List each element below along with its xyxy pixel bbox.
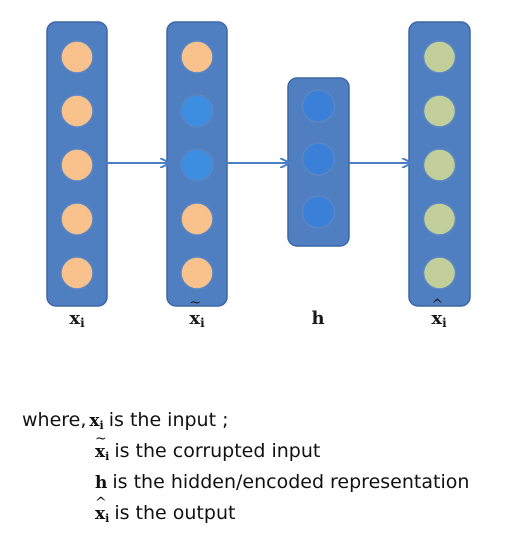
legend-prefix: where, — [22, 409, 87, 431]
node-input-3 — [60, 148, 94, 182]
node-output-5 — [422, 256, 457, 290]
node-output-1 — [422, 40, 457, 74]
node-hidden-1 — [301, 89, 336, 123]
label-input-sub: i — [80, 316, 85, 330]
legend-symbol-output: xi — [95, 488, 110, 525]
node-input-4 — [60, 202, 94, 236]
legend-symbol-corrupted: xi — [95, 424, 110, 463]
label-corrupted-sub: i — [200, 316, 205, 330]
node-hidden-3 — [301, 195, 336, 229]
node-corrupted-5 — [180, 256, 214, 290]
label-output-sub: i — [442, 316, 447, 330]
label-input: xi — [47, 308, 107, 330]
legend-text-hidden: is the hidden/encoded representation — [112, 471, 470, 493]
autoencoder-diagram — [46, 21, 471, 307]
legend-symbol-output-sub: i — [105, 512, 110, 525]
legend-text-output: is the output — [114, 502, 236, 524]
node-input-5 — [60, 256, 94, 290]
label-output: xi — [409, 297, 469, 330]
node-hidden-2 — [301, 142, 336, 176]
legend-symbol-input-main: x — [89, 411, 100, 431]
node-corrupted-4 — [180, 202, 214, 236]
label-corrupted: xi — [167, 295, 227, 330]
legend-symbol-corrupted-sub: i — [105, 450, 110, 463]
node-corrupted-2 — [180, 94, 214, 128]
label-output-main: x — [431, 297, 442, 329]
legend-symbol-corrupted-main: x — [95, 424, 105, 468]
legend-text-corrupted: is the corrupted input — [114, 440, 321, 462]
node-corrupted-3 — [180, 148, 214, 182]
label-corrupted-main: x — [189, 295, 200, 329]
node-input-2 — [60, 94, 94, 128]
legend-symbol-output-main: x — [95, 488, 105, 530]
node-output-2 — [422, 94, 457, 128]
label-input-main: x — [69, 308, 81, 329]
label-hidden: h — [288, 308, 348, 329]
node-corrupted-1 — [180, 40, 214, 74]
legend-text-input: is the input ; — [108, 409, 229, 431]
label-hidden-main: h — [311, 308, 325, 329]
node-input-1 — [60, 40, 94, 74]
node-output-3 — [422, 148, 457, 182]
node-output-4 — [422, 202, 457, 236]
